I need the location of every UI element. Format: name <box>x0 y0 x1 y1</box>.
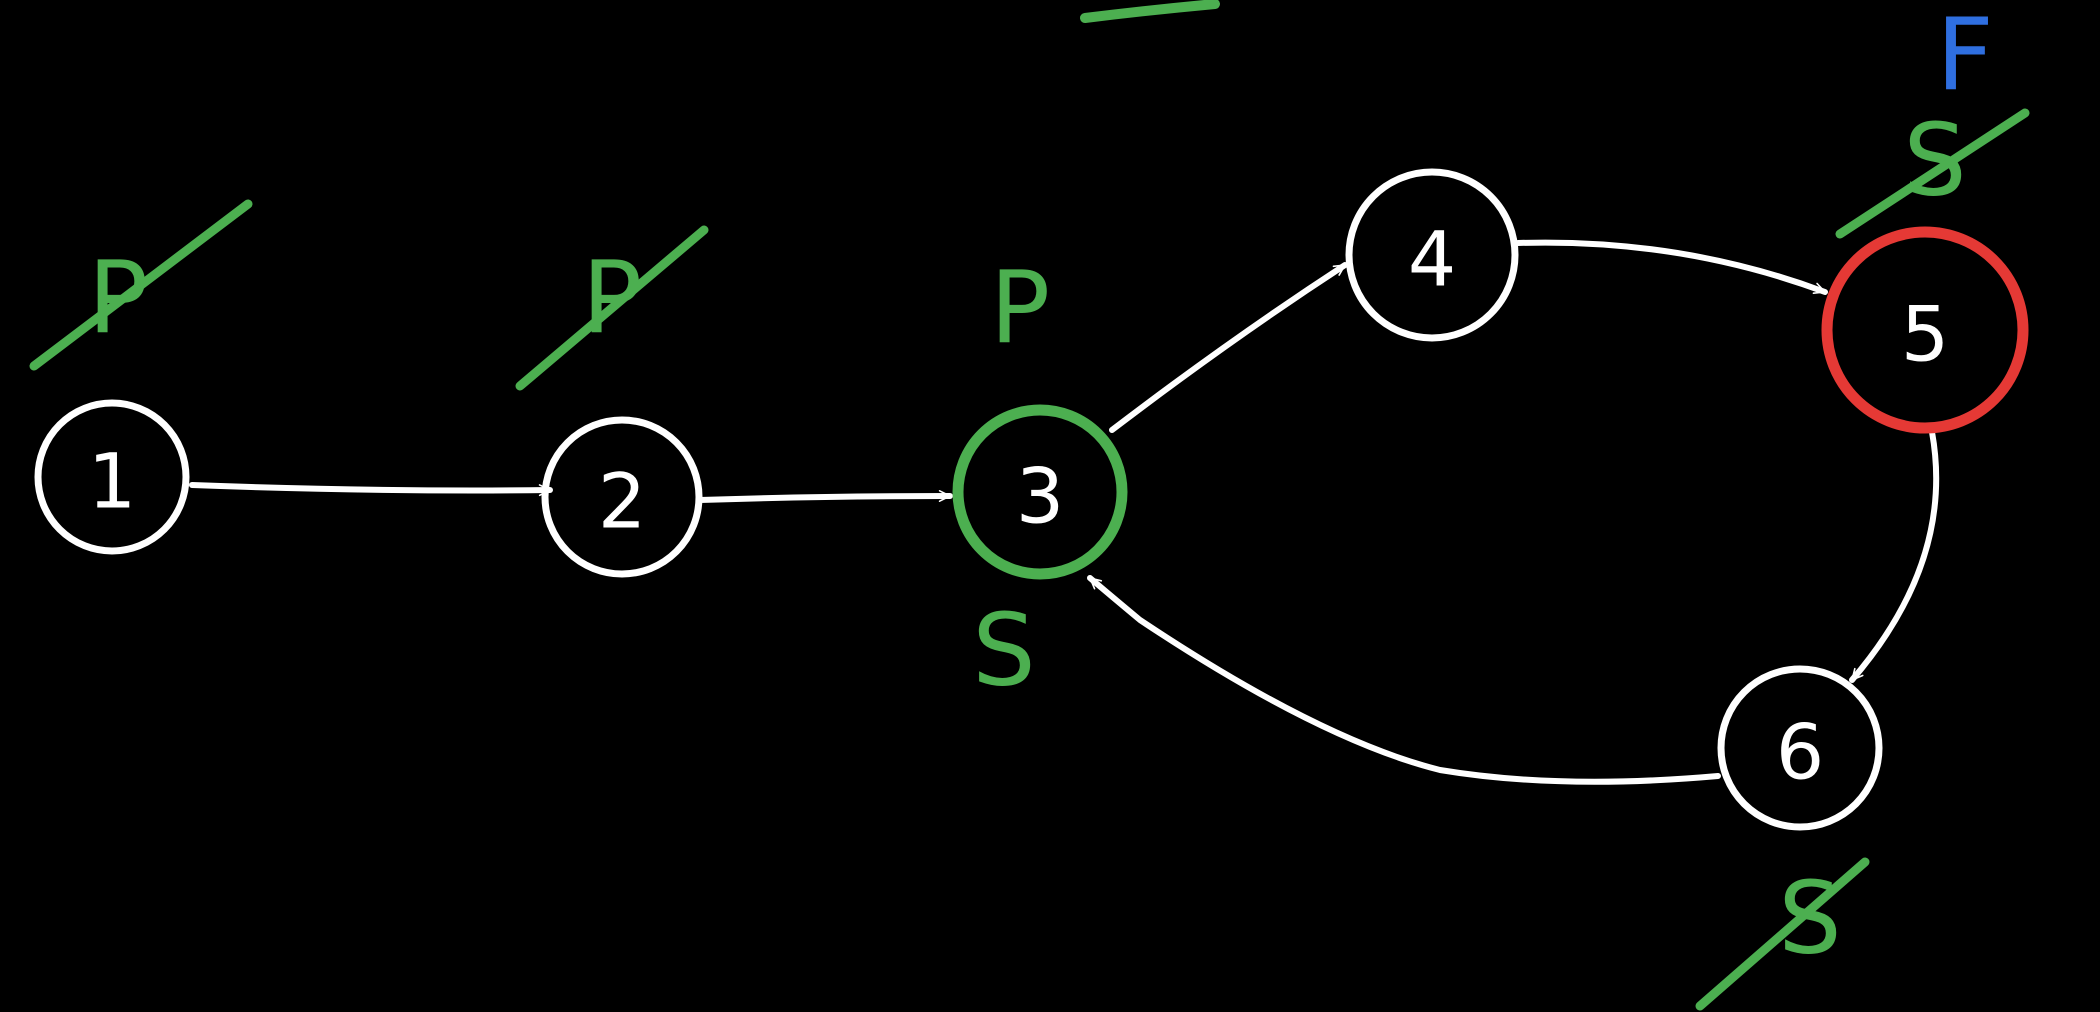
stray-pen-stroke <box>1080 0 1220 23</box>
edge-3-to-4 <box>1109 262 1348 433</box>
node-5: 5 <box>1821 226 2029 434</box>
annotation-letter: S <box>1778 860 1841 977</box>
node-6: 6 <box>1717 665 1883 831</box>
annotation-6-s: S <box>1695 857 1870 1011</box>
annotation-2-p: P <box>515 225 709 391</box>
annotation-5-s: S <box>1835 102 2030 239</box>
annotation-3-s: S <box>972 592 1035 709</box>
node-label: 3 <box>1016 452 1064 541</box>
annotation-1-p: P <box>29 199 253 371</box>
strikethrough-line <box>515 225 709 391</box>
node-4: 4 <box>1345 168 1519 342</box>
edge-4-to-5 <box>1515 239 1828 295</box>
annotation-letter: F <box>1936 0 1994 114</box>
edges <box>189 239 1940 785</box>
edge-1-to-2 <box>189 482 553 497</box>
edge-6-to-3 <box>1087 575 1721 785</box>
node-label: 5 <box>1901 290 1949 379</box>
node-3: 3 <box>952 404 1128 580</box>
node-2: 2 <box>541 416 703 578</box>
annotation-3-p: P <box>990 250 1050 367</box>
edge-2-to-3 <box>697 489 953 503</box>
node-1: 1 <box>34 399 190 555</box>
strikethrough-line <box>1695 857 1870 1011</box>
node-label: 4 <box>1408 215 1456 304</box>
edge-5-to-6 <box>1849 429 1940 683</box>
node-circle <box>34 399 190 555</box>
node-circle <box>541 416 703 578</box>
annotations: PPPSSFS <box>29 0 2030 1011</box>
node-label: 2 <box>598 457 646 546</box>
annotation-letter: S <box>972 592 1035 709</box>
node-circle <box>1345 168 1519 342</box>
annotation-letter: P <box>582 240 642 357</box>
node-circle <box>1717 665 1883 831</box>
nodes: 1 2 3 4 5 6 <box>34 168 2029 831</box>
strikethrough-line <box>29 199 253 371</box>
node-label: 1 <box>88 437 136 526</box>
annotation-5-f: F <box>1936 0 1994 114</box>
strikethrough-line <box>1835 108 2030 239</box>
node-label: 6 <box>1776 708 1824 797</box>
node-circle <box>1821 226 2029 434</box>
node-circle <box>952 404 1128 580</box>
annotation-letter: P <box>990 250 1050 367</box>
